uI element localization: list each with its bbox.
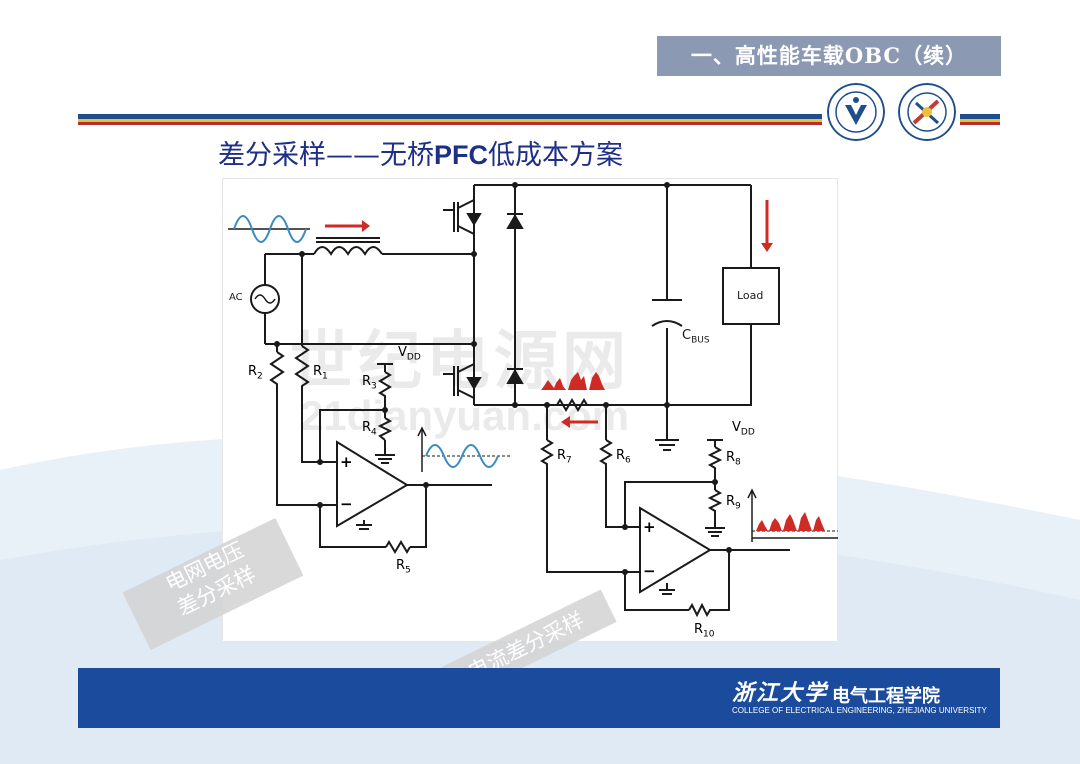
subtitle-part1: 差分采样——无桥 (218, 140, 434, 171)
college-seal-icon (898, 83, 956, 141)
igbt-top-icon (443, 199, 482, 235)
igbt-bottom-icon (443, 363, 482, 399)
label-vdd-2: VDD (732, 420, 755, 438)
footer-college-en: COLLEGE OF ELECTRICAL ENGINEERING, ZHEJI… (732, 706, 987, 715)
label-ac: AC (229, 292, 243, 303)
current-pulse-output (756, 512, 825, 531)
opamp-current-icon (639, 506, 712, 594)
diode-bottom-icon (506, 368, 524, 384)
header-title-tab: 一、高性能车载OBC（续） (657, 36, 1001, 76)
label-r2: R2 (248, 364, 263, 382)
subtitle-part2: PFC (434, 140, 488, 170)
subtitle-part3: 低成本方案 (488, 140, 623, 171)
resistors (269, 345, 723, 618)
watermark-url: 21dianyuan.com (300, 392, 630, 439)
circuit-junctions (274, 182, 732, 575)
header-stripe-right-yellow (960, 119, 1000, 122)
label-r10: R10 (694, 622, 715, 640)
header-stripe-yellow (78, 119, 822, 122)
load-box (722, 267, 780, 325)
footer-university: 浙江大学 (732, 680, 829, 706)
header-stripe-right-red (960, 122, 1000, 125)
label-load: Load (737, 289, 764, 302)
opamp1-plus-label: + (340, 453, 353, 471)
current-arrow-down-icon (761, 243, 773, 252)
circuit-wires (264, 184, 790, 611)
inductor-icon (313, 246, 383, 256)
opamp1-minus-label: − (340, 495, 353, 513)
label-r9: R9 (726, 494, 741, 512)
opamp2-plus-label: + (643, 518, 656, 536)
label-r4: R4 (362, 420, 377, 438)
label-r7: R7 (557, 448, 572, 466)
label-cbus: CBUS (682, 328, 710, 346)
footer-college: 电气工程学院 (832, 686, 940, 707)
header-stripe-blue (78, 114, 822, 119)
output-sine-wave (425, 444, 499, 468)
current-arrow-right-icon (362, 220, 370, 232)
current-arrow-left-icon (561, 416, 570, 428)
label-r1: R1 (313, 364, 328, 382)
label-r6: R6 (616, 448, 631, 466)
header-stripe-red (78, 122, 822, 125)
slide-subtitle: 差分采样——无桥PFC低成本方案 (218, 133, 623, 172)
label-vdd-1: VDD (398, 345, 421, 363)
label-r8: R8 (726, 450, 741, 468)
opamp2-minus-label: − (643, 562, 656, 580)
current-pulse-top (541, 372, 605, 390)
input-sine-wave (233, 215, 307, 243)
footer-bar (78, 668, 1000, 728)
diode-top-icon (506, 213, 524, 229)
zju-seal-icon (827, 83, 885, 141)
label-r3: R3 (362, 374, 377, 392)
opamp-voltage-icon (336, 440, 409, 528)
label-r5: R5 (396, 558, 411, 576)
header-stripe-right-blue (960, 114, 1000, 119)
ground-icons (356, 439, 725, 595)
